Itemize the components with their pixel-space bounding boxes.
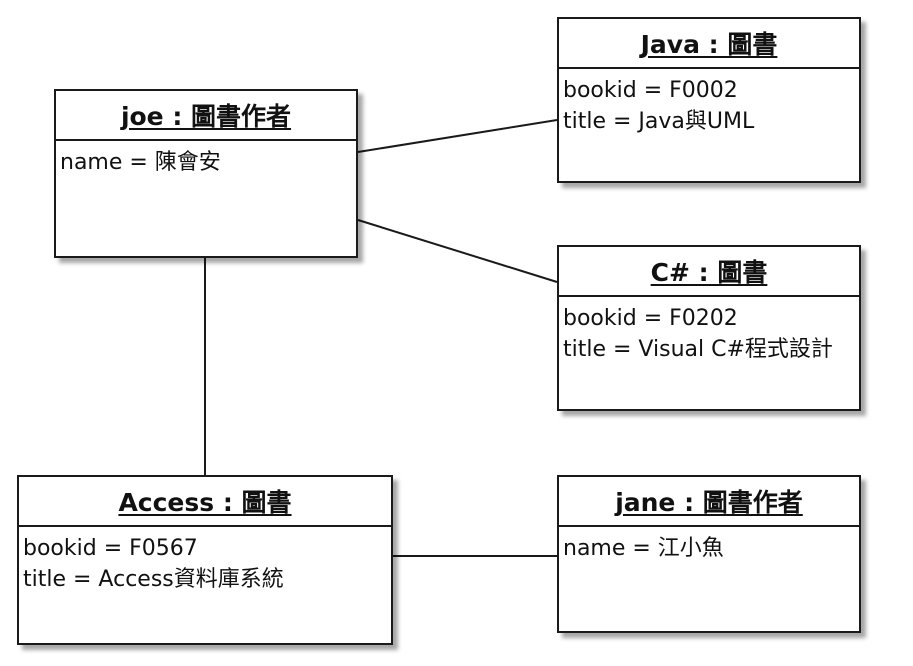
object-joe-header: joe : 圖書作者 [56, 91, 356, 141]
object-java-header: Java : 圖書 [559, 19, 859, 69]
object-csharp-attributes: bookid = F0202 title = Visual C#程式設計 [559, 297, 859, 365]
object-csharp[interactable]: C# : 圖書 bookid = F0202 title = Visual C#… [557, 245, 861, 411]
object-access-title: Access : 圖書 [118, 488, 292, 517]
attribute-title: title = Java與UML [563, 109, 755, 134]
object-joe[interactable]: joe : 圖書作者 name = 陳會安 [54, 89, 358, 258]
object-joe-attributes: name = 陳會安 [56, 141, 356, 178]
attribute-bookid: bookid = F0202 [563, 306, 738, 331]
attribute-name: name = 陳會安 [60, 150, 221, 175]
attribute-bookid: bookid = F0002 [563, 78, 738, 103]
object-jane-attributes: name = 江小魚 [559, 527, 859, 564]
object-access[interactable]: Access : 圖書 bookid = F0567 title = Acces… [17, 475, 393, 645]
link-joe-csharp [357, 219, 558, 283]
object-java-title: Java : 圖書 [640, 30, 778, 59]
object-java[interactable]: Java : 圖書 bookid = F0002 title = Java與UM… [557, 17, 861, 183]
attribute-title: title = Visual C#程式設計 [563, 337, 833, 362]
object-jane[interactable]: jane : 圖書作者 name = 江小魚 [557, 475, 861, 633]
link-joe-java [357, 119, 558, 153]
object-jane-title: jane : 圖書作者 [615, 488, 803, 517]
object-access-header: Access : 圖書 [19, 477, 391, 527]
object-access-attributes: bookid = F0567 title = Access資料庫系統 [19, 527, 391, 595]
object-java-attributes: bookid = F0002 title = Java與UML [559, 69, 859, 137]
object-csharp-header: C# : 圖書 [559, 247, 859, 297]
attribute-name: name = 江小魚 [563, 536, 724, 561]
attribute-bookid: bookid = F0567 [23, 536, 198, 561]
object-jane-header: jane : 圖書作者 [559, 477, 859, 527]
attribute-title: title = Access資料庫系統 [23, 567, 284, 592]
object-csharp-title: C# : 圖書 [650, 258, 768, 287]
object-joe-title: joe : 圖書作者 [120, 102, 292, 131]
